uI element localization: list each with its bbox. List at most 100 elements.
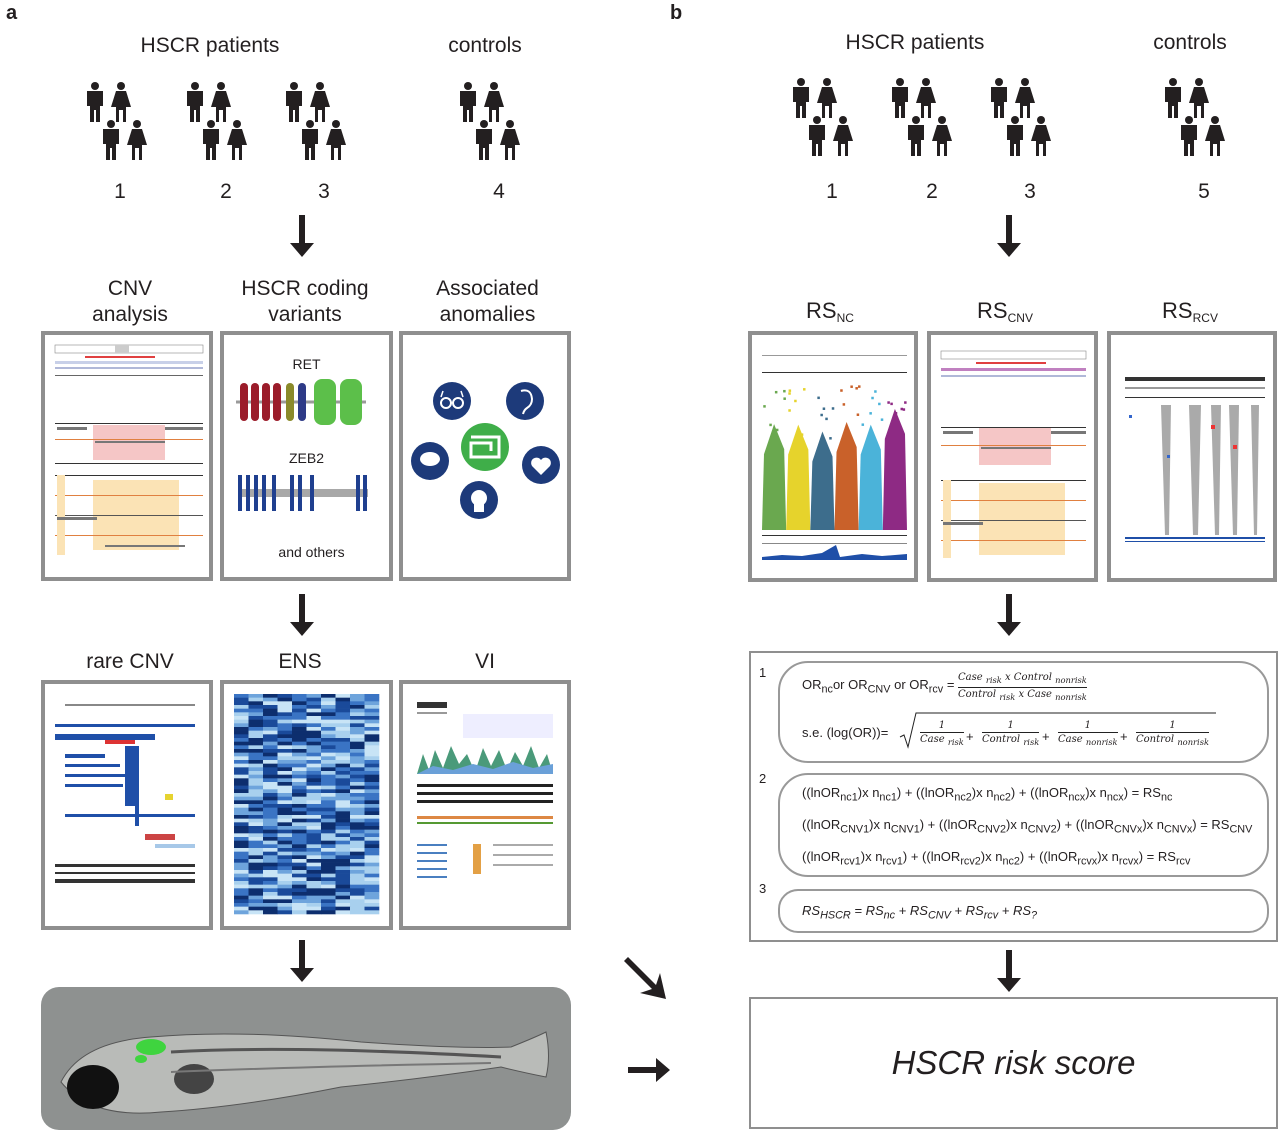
rs-base: RS <box>806 298 837 323</box>
heatmap-cell <box>234 734 249 739</box>
heatmap-cell <box>306 881 322 885</box>
manhattan-point <box>788 389 792 392</box>
heatmap-cell <box>248 756 264 761</box>
heatmap-cell <box>248 837 264 841</box>
manhattan-point <box>840 389 843 392</box>
heatmap-cell <box>306 705 322 709</box>
heatmap-cell <box>263 716 278 720</box>
heatmap-cell <box>364 800 380 805</box>
heatmap-cell <box>321 723 336 728</box>
heatmap-cell <box>277 899 293 904</box>
manhattan-point <box>803 388 806 391</box>
heatmap-cell <box>248 727 264 731</box>
heatmap-cell <box>321 800 336 805</box>
down-arrow-icon <box>284 594 320 636</box>
heatmap-cell <box>277 807 293 812</box>
heatmap-cell <box>350 851 365 856</box>
heatmap-cell <box>364 877 380 882</box>
heatmap-cell <box>350 785 365 790</box>
heatmap-cell <box>248 771 264 775</box>
rs-cnv-title: RSCNV <box>945 298 1065 331</box>
manhattan-point <box>831 407 835 410</box>
heatmap-cell <box>292 719 307 724</box>
heatmap-cell <box>263 752 278 757</box>
heatmap-cell <box>321 741 336 746</box>
formula-number: 1 <box>759 665 767 680</box>
heatmap-cell <box>350 752 365 757</box>
heatmap-cell <box>321 708 336 713</box>
heatmap-cell <box>292 903 307 907</box>
heatmap-cell <box>335 870 351 874</box>
heatmap-cell <box>263 771 278 775</box>
heatmap-cell <box>350 892 365 896</box>
heatmap-cell <box>306 910 322 915</box>
heatmap-cell <box>306 844 322 849</box>
heatmap-cell <box>306 771 322 775</box>
heatmap-cell <box>364 870 380 874</box>
heatmap-cell <box>277 716 293 720</box>
heatmap-cell <box>306 877 322 882</box>
heatmap-cell <box>292 727 307 731</box>
heatmap-cell <box>364 903 380 907</box>
heatmap-cell <box>321 862 336 867</box>
heatmap-cell <box>364 712 380 717</box>
person-icon <box>460 82 476 122</box>
intestine-icon <box>461 423 509 471</box>
heatmap-cell <box>234 771 249 775</box>
heatmap-cell <box>321 774 336 779</box>
heatmap-cell <box>292 793 307 797</box>
heatmap-cell <box>350 727 365 731</box>
heatmap-cell <box>248 785 264 790</box>
heatmap-cell <box>263 811 278 816</box>
heatmap-cell <box>234 837 249 841</box>
heatmap-cell <box>306 829 322 834</box>
heatmap-cell <box>263 910 278 915</box>
heatmap-cell <box>350 749 365 753</box>
heatmap-cell <box>277 694 293 698</box>
person-icon <box>833 116 853 156</box>
heatmap-cell <box>292 697 307 702</box>
heatmap-cell <box>321 694 336 698</box>
heatmap-cell <box>335 851 351 856</box>
heatmap-cell <box>234 745 249 750</box>
heatmap-cell <box>364 844 380 849</box>
heatmap-cell <box>263 734 278 739</box>
heatmap-cell <box>248 730 264 735</box>
heatmap-cell <box>306 694 322 698</box>
person-icon <box>484 82 504 122</box>
heatmap-cell <box>364 760 380 764</box>
panel-b-letter: b <box>670 2 683 24</box>
heatmap-cell <box>306 818 322 823</box>
person-icon <box>476 120 492 160</box>
person-icon <box>187 82 203 122</box>
manhattan-point <box>890 402 893 406</box>
heatmap-cell <box>234 855 249 860</box>
heatmap-cell <box>335 730 351 735</box>
heatmap-cell <box>306 906 322 911</box>
zebrafish-image <box>41 987 571 1130</box>
rs-base: RS <box>1162 298 1193 323</box>
heatmap-cell <box>263 705 278 709</box>
heatmap-cell <box>306 785 322 790</box>
heatmap-cell <box>263 851 278 856</box>
heatmap-cell <box>350 807 365 812</box>
heatmap-cell <box>364 738 380 742</box>
heatmap-cell <box>234 873 249 878</box>
heatmap-cell <box>306 723 322 728</box>
heatmap-cell <box>306 851 322 856</box>
heatmap-cell <box>263 712 278 717</box>
manhattan-point <box>850 385 853 388</box>
heatmap-cell <box>263 866 278 871</box>
heatmap-cell <box>306 745 322 750</box>
heatmap-cell <box>248 712 264 717</box>
heatmap-cell <box>277 906 293 911</box>
manhattan-point <box>856 413 860 416</box>
heatmap-cell <box>234 800 249 805</box>
heatmap-cell <box>335 796 351 801</box>
heatmap-cell <box>364 745 380 750</box>
heatmap-cell <box>364 697 380 702</box>
patients-label-a: HSCR patients <box>140 34 280 57</box>
person-group <box>283 82 353 162</box>
heatmap-cell <box>364 833 380 838</box>
heatmap-cell <box>292 785 307 790</box>
